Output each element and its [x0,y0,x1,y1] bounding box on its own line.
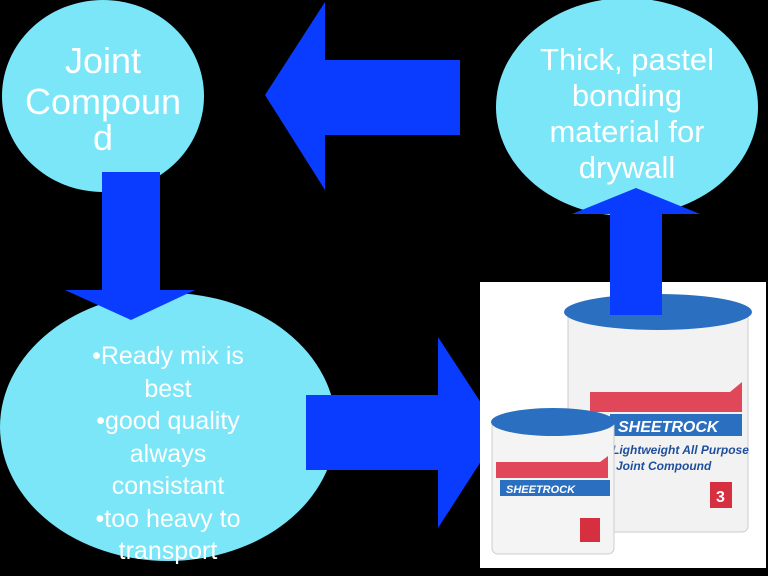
photo-product-line2: Joint Compound [616,459,712,473]
text-line: •good quality [96,407,240,435]
definition-label: Thick, pastel bonding material for drywa… [496,42,758,186]
photo-brand-large: SHEETROCK [618,419,720,436]
photo-brand-small: SHEETROCK [506,484,576,496]
text-line: consistant [111,472,225,500]
ellipse-notes [0,293,336,561]
text-line: Joint [64,40,142,81]
text-line: transport [118,537,218,565]
text-line: drywall [578,149,676,185]
ellipse-joint-compound [2,0,204,192]
arrow-right [306,337,500,528]
notes-label: •Ready mix is best •good quality always … [0,340,336,568]
text-line: Compoun [24,81,182,123]
text-line: material for [549,113,705,149]
photo-badge: 3 [716,489,725,506]
arrow-left [265,2,460,190]
text-line: always [129,439,207,468]
text-line: Thick, pastel [539,42,714,77]
ellipse-definition [496,0,758,216]
text-line: bonding [571,77,683,113]
text-line: •Ready mix is [92,342,244,370]
text-line: d [92,117,114,159]
text-line: •too heavy to [95,504,241,533]
arrow-down [65,172,195,320]
text-line: best [144,374,192,403]
photo-joint-compound-buckets: SHEETROCK Lightweight All Purpose Joint … [480,282,766,568]
photo-product-line1: Lightweight All Purpose [612,443,749,457]
joint-compound-label: Joint Compoun d [2,40,204,159]
